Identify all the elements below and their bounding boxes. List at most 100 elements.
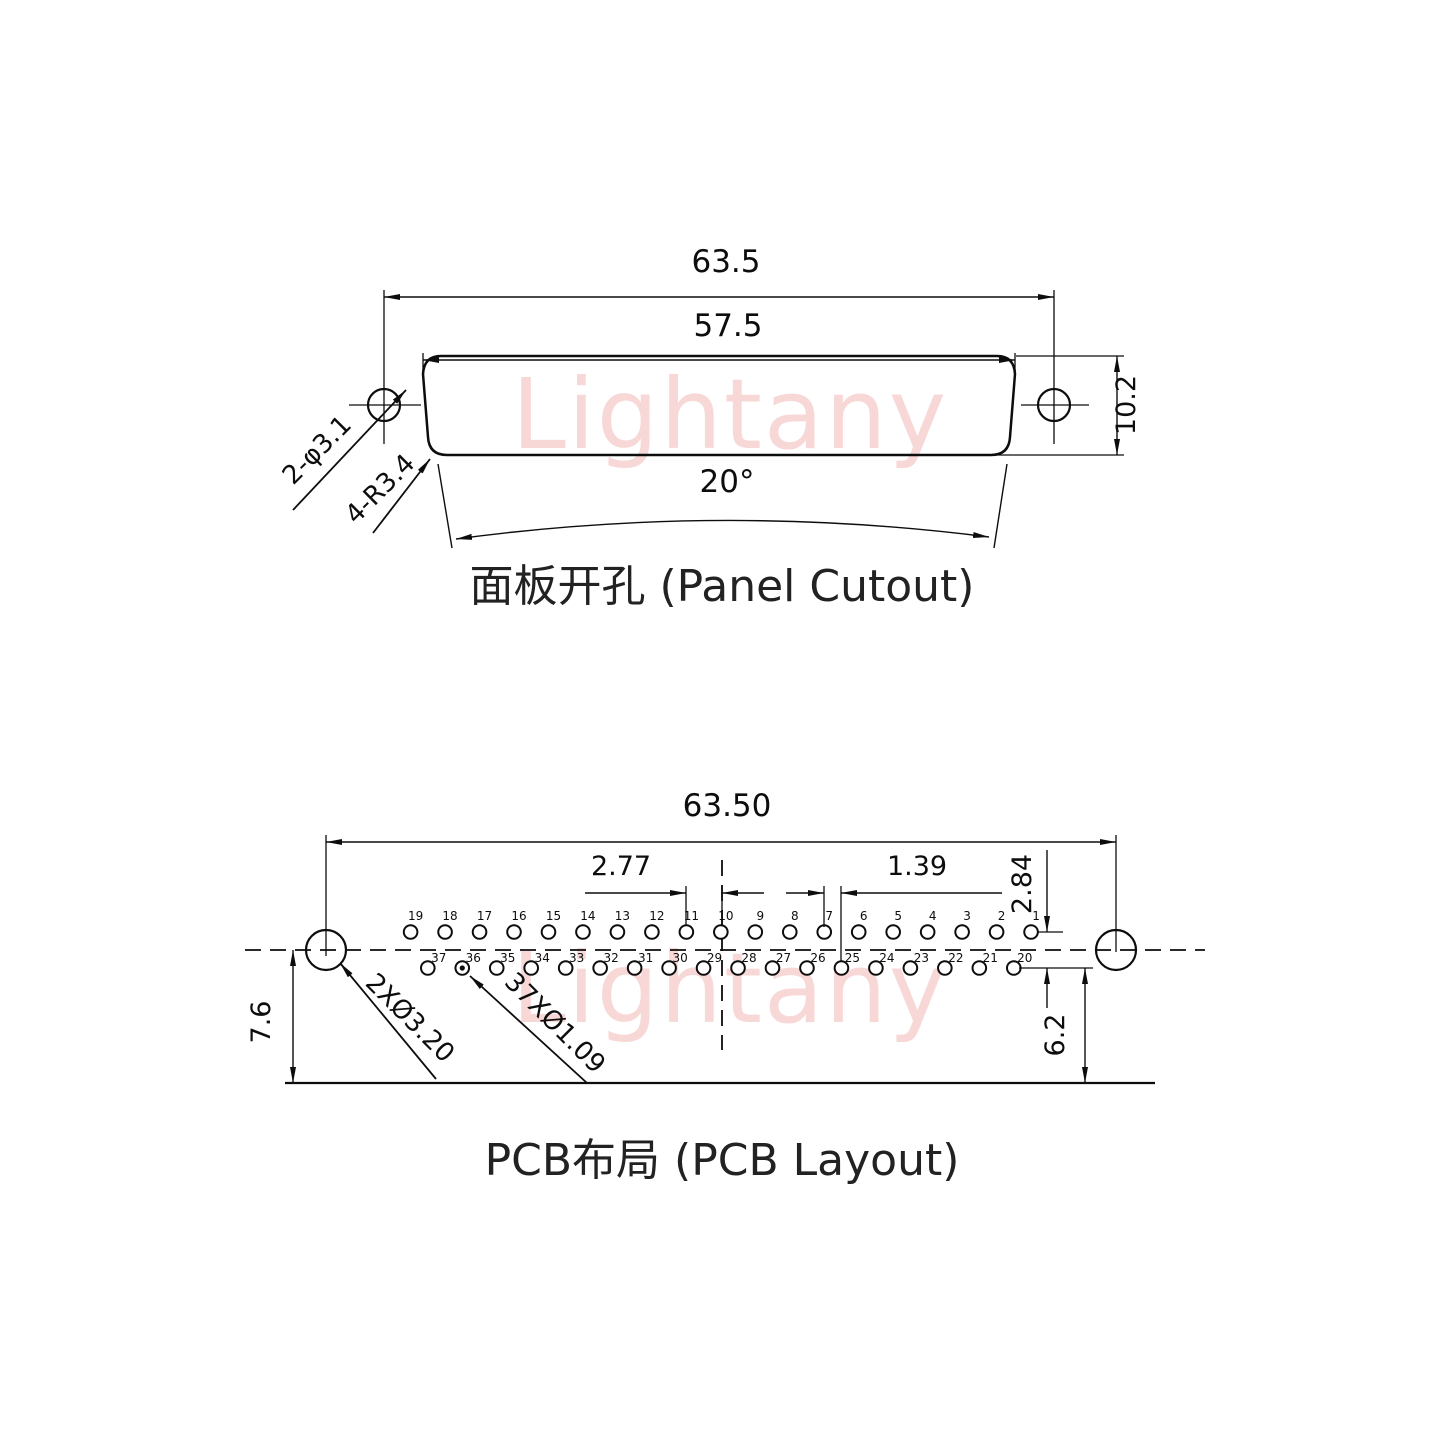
pin-number: 6 [860, 909, 868, 923]
pin-number: 20 [1017, 951, 1032, 965]
dim-left-height: 7.6 [246, 1001, 277, 1044]
pin-hole [661, 960, 677, 976]
pin-number: 35 [500, 951, 515, 965]
pin-number: 10 [718, 909, 733, 923]
dim-right-height: 6.2 [1040, 1014, 1071, 1057]
pin-number: 1 [1032, 909, 1040, 923]
pin-hole [747, 924, 764, 940]
pin-hole [937, 960, 953, 976]
pcb-layout-title: PCB布局 (PCB Layout) [485, 1135, 960, 1186]
pin-hole [523, 960, 540, 976]
pin-number: 33 [569, 951, 584, 965]
pin-number: 26 [810, 951, 825, 965]
dim-angle: 20° [700, 464, 755, 500]
pin-hole [713, 924, 729, 940]
pin-hole [902, 960, 919, 976]
angle-leg [993, 463, 1008, 549]
leader-corner-radius [372, 458, 431, 534]
pin-hole [833, 960, 850, 976]
dim-height: 10.2 [1111, 375, 1142, 435]
dim-overall-width: 63.50 [683, 788, 772, 824]
pin-number: 23 [914, 951, 929, 965]
mount-hole-left [304, 928, 348, 972]
pin-number: 37 [431, 951, 446, 965]
pin-number: 11 [684, 909, 699, 923]
label-mount-holes: 2XØ3.20 [359, 968, 460, 1069]
pin-hole [799, 960, 815, 976]
pin-hole [678, 924, 695, 940]
pin-hole [420, 960, 436, 976]
pin-number: 9 [756, 909, 764, 923]
pin-hole [919, 924, 936, 940]
pin-number: 30 [672, 951, 687, 965]
dim-cutout-width: 57.5 [693, 308, 762, 344]
pin-hole [644, 924, 660, 940]
pin-hole [868, 960, 884, 976]
pin-hole [506, 924, 522, 940]
pin-hole [954, 924, 970, 940]
pin-hole [557, 960, 574, 976]
pin-number: 16 [511, 909, 526, 923]
cutout-outline [421, 354, 1017, 457]
pin-number: 17 [477, 909, 492, 923]
pin-number: 21 [983, 951, 998, 965]
pin-number: 5 [894, 909, 902, 923]
label-mount-holes: 2-φ3.1 [277, 410, 358, 491]
pin-number: 36 [466, 951, 481, 965]
pin-hole [471, 924, 488, 940]
pin-hole [575, 924, 591, 940]
pin-number: 32 [604, 951, 619, 965]
pin-number: 4 [929, 909, 937, 923]
pin-number: 27 [776, 951, 791, 965]
angle-leg [437, 463, 453, 549]
pin-hole [626, 960, 643, 976]
pin-hole [695, 960, 712, 976]
leader-pin-holes [469, 975, 588, 1084]
pin-number: 3 [963, 909, 971, 923]
pin-number: 2 [998, 909, 1006, 923]
pin-hole [540, 924, 557, 940]
pin-hole [1023, 924, 1039, 940]
pin-number: 24 [879, 951, 894, 965]
pin-hole [988, 924, 1005, 940]
panel-cutout-title: 面板开孔 (Panel Cutout) [470, 561, 975, 612]
leader-mount-holes [339, 962, 437, 1080]
pin-number: 31 [638, 951, 653, 965]
watermark-top: Lightany [512, 358, 948, 471]
dim-offset: 1.39 [887, 851, 947, 882]
pin-number: 14 [580, 909, 595, 923]
pin-hole [488, 960, 505, 976]
pin-hole [764, 960, 781, 976]
dim-overall-width: 63.5 [691, 244, 760, 280]
pin-hole [816, 924, 833, 940]
leader-mount-holes [292, 389, 407, 511]
dim-row-gap: 2.84 [1007, 854, 1038, 914]
pin-number: 12 [649, 909, 664, 923]
pin-number: 15 [546, 909, 561, 923]
pin-number: 28 [741, 951, 756, 965]
angle-arc [455, 519, 990, 540]
pin-hole [592, 960, 608, 976]
pin-hole [971, 960, 988, 976]
pin-number: 8 [791, 909, 799, 923]
pin-hole [437, 924, 453, 940]
pin-hole [850, 924, 867, 940]
pin-hole [885, 924, 901, 940]
label-corner-radius: 4-R3.4 [340, 449, 422, 531]
pin-number: 18 [442, 909, 457, 923]
pin-number: 7 [825, 909, 833, 923]
pin-number: 13 [615, 909, 630, 923]
pin-number: 19 [408, 909, 423, 923]
pin-number: 34 [535, 951, 550, 965]
pin-hole [402, 924, 419, 940]
dim-pitch: 2.77 [591, 851, 651, 882]
pin-hole-center-dot [459, 965, 465, 971]
pin-number: 29 [707, 951, 722, 965]
mount-hole-right [1094, 928, 1138, 972]
pin-number: 22 [948, 951, 963, 965]
pin-hole [781, 924, 798, 940]
pin-number: 25 [845, 951, 860, 965]
pin-hole [609, 924, 626, 940]
